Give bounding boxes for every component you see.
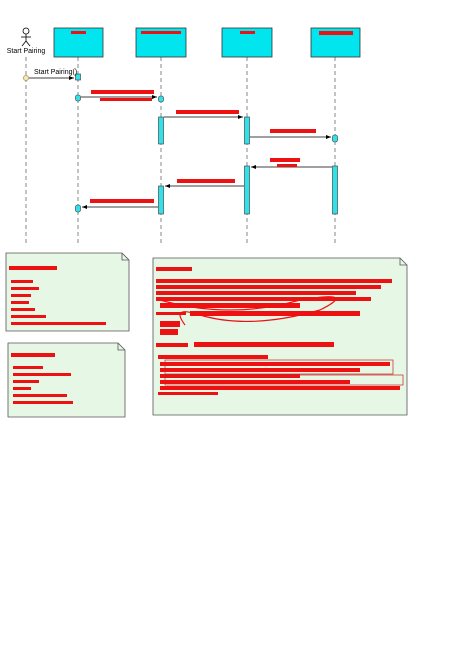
note-1-fold [121, 253, 129, 261]
message-5-label-redaction-b [277, 164, 297, 167]
lifeline-3-head [221, 27, 273, 58]
activation-2a [158, 95, 164, 103]
note-3-highlight-box [164, 359, 394, 375]
note-2-frame [7, 342, 126, 418]
message-2-label-redaction-b [100, 98, 152, 101]
message-7-arrowhead [82, 205, 87, 209]
note-3-fold [399, 258, 407, 266]
message-2-arrowhead [152, 95, 157, 99]
message-3-label-redaction [176, 110, 239, 114]
messages [29, 76, 332, 209]
message-5-arrowhead [251, 165, 256, 169]
activation-2c [158, 185, 164, 215]
lifeline-4-head [310, 27, 361, 58]
activation-actor [23, 75, 29, 81]
note-1 [5, 252, 130, 332]
note-3-redactions [156, 267, 400, 395]
lifeline-3-name-redaction [240, 31, 255, 34]
lifeline-heads [53, 27, 361, 58]
actor: Start Pairing [7, 27, 46, 55]
message-4-arrowhead [326, 135, 331, 139]
lifeline-4-name-redaction [319, 31, 353, 35]
note-2-redactions [11, 353, 73, 404]
message-3-arrowhead [238, 115, 243, 119]
activation-1c [75, 204, 81, 213]
message-5-label-redaction [270, 158, 300, 162]
activation-2b [158, 116, 164, 145]
lifeline-1-head [53, 27, 104, 58]
message-1-label: Start Pairing() [34, 69, 77, 76]
actor-leg-right [25, 40, 31, 47]
actor-label: Start Pairing [7, 48, 46, 55]
activation-4a [332, 134, 338, 143]
activation-4b [332, 165, 338, 215]
note-1-frame [5, 252, 130, 332]
actor-leg-left [21, 40, 27, 47]
lifeline-2-name-redaction [141, 31, 181, 34]
message-6-arrowhead [165, 184, 170, 188]
activation-1a [75, 73, 81, 81]
message-4-label-redaction [270, 129, 316, 133]
note-1-redactions [9, 266, 106, 325]
activation-3b [244, 165, 250, 215]
activations [23, 73, 338, 215]
lifeline-1-name-redaction [71, 31, 86, 34]
note-3-scribble [159, 296, 337, 326]
lifeline-2-head [135, 27, 187, 58]
note-3 [152, 257, 408, 416]
note-3-highlight-box-2 [164, 374, 404, 386]
message-6-label-redaction [177, 179, 235, 183]
activation-3a [244, 116, 250, 145]
note-2-fold [117, 343, 125, 351]
message-2-label-redaction [91, 90, 154, 94]
message-7-label-redaction [90, 199, 154, 203]
message-label-redactions [90, 90, 316, 203]
note-2 [7, 342, 126, 418]
message-1-arrowhead [69, 76, 74, 80]
lifeline-lines [25, 57, 336, 245]
activation-1b [75, 94, 81, 102]
actor-head [22, 27, 30, 35]
